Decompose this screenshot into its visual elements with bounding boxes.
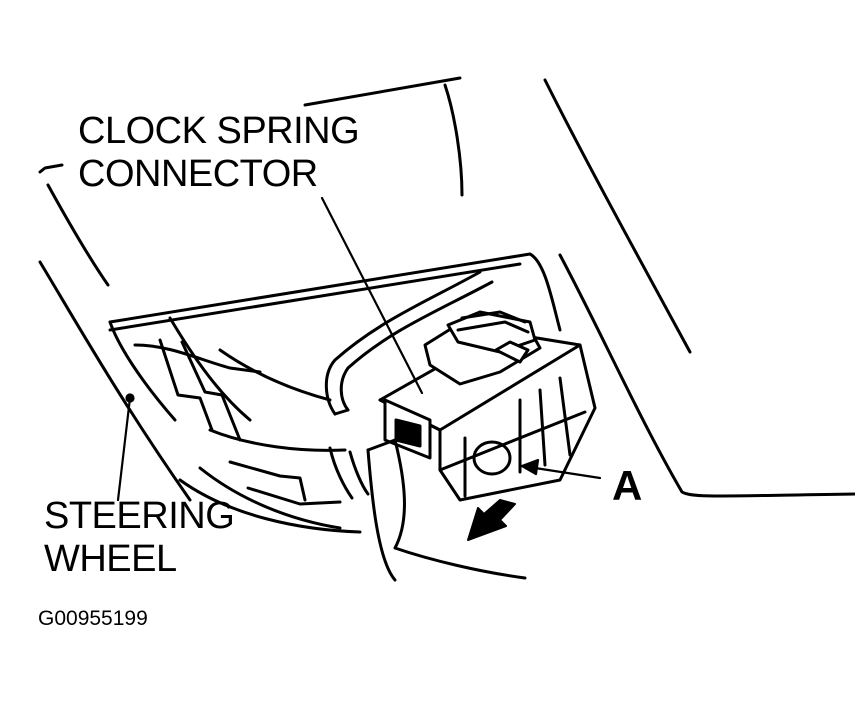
clock-spring-label-line1: CLOCK SPRING: [78, 110, 360, 152]
steering-label-line2: WHEEL: [44, 537, 177, 580]
dashboard-outline: [38, 76, 855, 502]
column-opening: [108, 252, 562, 534]
wire-harness: [324, 270, 494, 416]
clock-spring-connector-label: CLOCK SPRING CONNECTOR: [78, 110, 360, 195]
clock-spring-connector: [378, 310, 597, 502]
steering-wheel-label: STEERING WHEEL: [44, 495, 235, 580]
pull-direction-arrow: [467, 499, 516, 541]
figure-id: G00955199: [38, 607, 148, 630]
hand-outline: [366, 438, 527, 582]
leader-clock-spring: [320, 196, 424, 395]
steering-label-line1: STEERING: [44, 495, 235, 537]
clock-spring-label-line2: CONNECTOR: [78, 152, 318, 195]
leader-a-arrowhead: [520, 458, 540, 476]
leader-lines: [116, 196, 602, 502]
leader-steering-dot: [125, 393, 135, 403]
callout-a: A: [612, 462, 642, 509]
leader-steering-wheel: [116, 396, 132, 502]
